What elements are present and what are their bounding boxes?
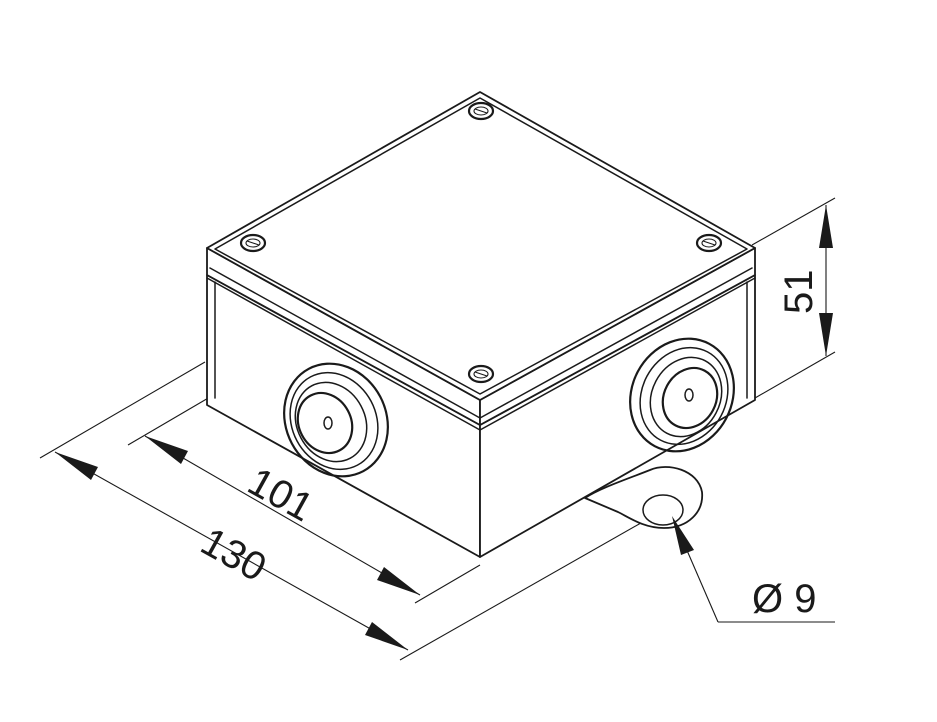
extension-line-130-right <box>399 514 656 661</box>
extension-line-51-top <box>751 197 836 246</box>
cable-gland-left <box>283 362 389 478</box>
dimension-line-130 <box>54 451 409 651</box>
body-edge-right <box>479 277 756 431</box>
dimension-label-130: 130 <box>194 519 274 590</box>
dimension-line-101 <box>144 435 421 596</box>
dimension-label-diameter: Ø 9 <box>752 577 816 621</box>
lid-seam-left <box>209 267 481 419</box>
dimension-diameter: Ø 9 <box>672 516 835 623</box>
extension-line-101-left <box>127 396 211 446</box>
screw-left <box>239 233 267 253</box>
lid-seam-right <box>479 267 753 419</box>
dimension-label-101: 101 <box>241 459 321 530</box>
arrowhead-101-left <box>145 436 188 464</box>
arrowhead-51-bottom <box>819 313 833 356</box>
mounting-hole <box>642 494 684 526</box>
gland-hole-right <box>684 388 694 402</box>
cable-gland-right <box>629 337 735 453</box>
dimension-label-51: 51 <box>777 270 821 315</box>
screw-right <box>695 233 723 253</box>
arrowhead-101-right <box>377 567 420 595</box>
arrowhead-51-top <box>819 205 833 248</box>
gland-hole-left <box>323 416 333 430</box>
arrowhead-130-right <box>365 622 408 650</box>
lid-top <box>206 91 756 401</box>
arrowhead-130-left <box>55 452 98 480</box>
lid-top-bevel <box>214 97 748 395</box>
arrowhead-diameter <box>672 516 694 555</box>
extension-line-101-right <box>414 564 481 604</box>
extension-line-51-bottom <box>754 351 836 399</box>
extension-line-130-left <box>39 361 206 459</box>
body-edge-left <box>206 277 481 431</box>
dimension-51: 51 <box>751 197 836 399</box>
junction-box <box>206 91 756 558</box>
screw-top <box>467 101 495 121</box>
screw-bottom <box>467 364 495 384</box>
mounting-lug <box>584 466 703 529</box>
